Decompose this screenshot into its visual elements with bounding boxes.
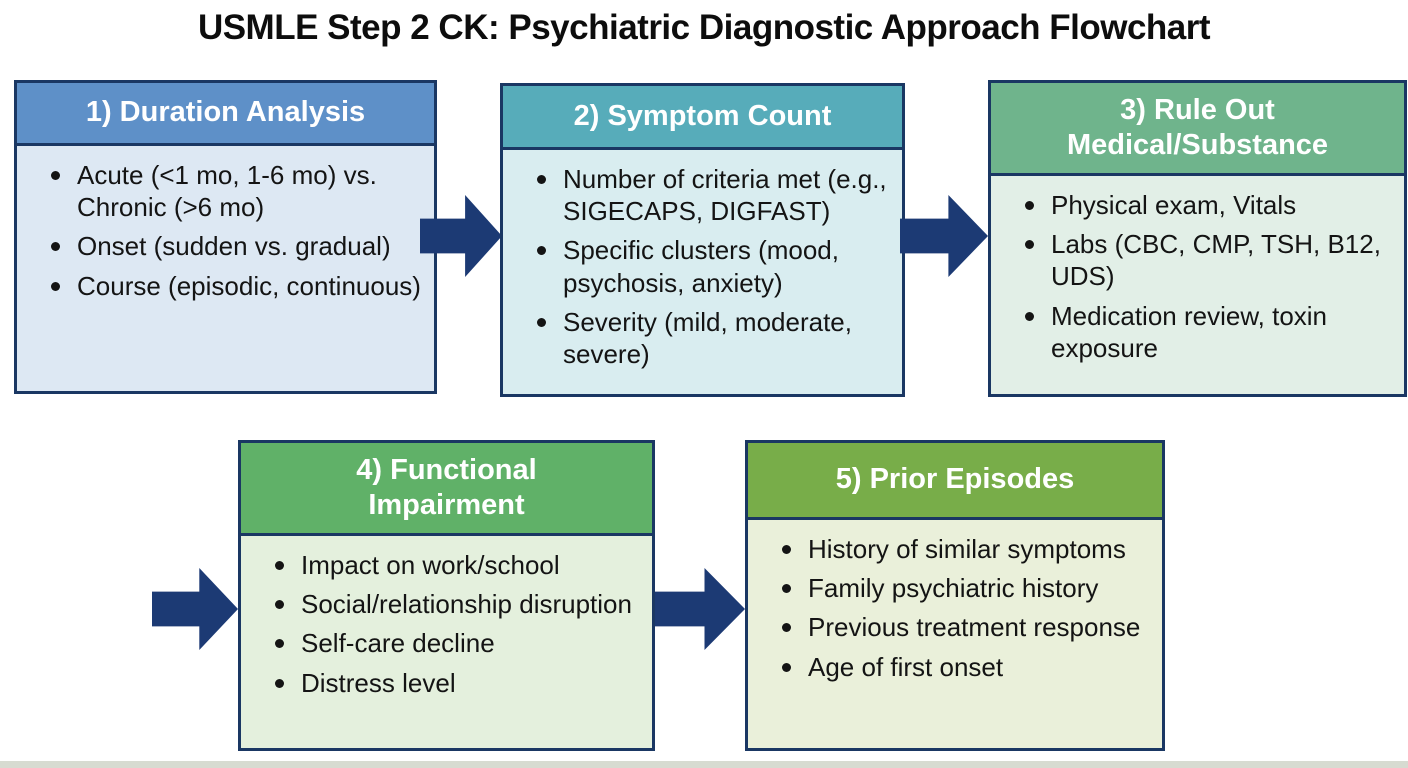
box-body: History of similar symptoms Family psych… (748, 520, 1162, 748)
arrow-right-shape (420, 195, 502, 277)
list-item: Course (episodic, continuous) (51, 270, 421, 301)
list-item: Self-care decline (275, 627, 640, 659)
box-rule-out-medical-substance: 3) Rule Out Medical/Substance Physical e… (988, 80, 1407, 397)
box-header-symptom-count: 2) Symptom Count (503, 86, 902, 150)
list-item: Number of criteria met (e.g., SIGECAPS, … (537, 163, 890, 227)
box-header-duration-analysis: 1) Duration Analysis (17, 83, 434, 146)
box-header-rule-out: 3) Rule Out Medical/Substance (991, 83, 1404, 176)
list-item: Age of first onset (782, 651, 1150, 683)
arrow-right-shape (152, 568, 238, 650)
arrow-right-shape (655, 568, 745, 650)
list-item: Distress level (275, 667, 640, 699)
box-duration-analysis: 1) Duration Analysis Acute (<1 mo, 1-6 m… (14, 80, 437, 394)
list-item: Family psychiatric history (782, 572, 1150, 604)
list-item: Onset (sudden vs. gradual) (51, 230, 422, 262)
box-functional-impairment: 4) Functional Impairment Impact on work/… (238, 440, 655, 751)
list-item: Previous treatment response (782, 611, 1150, 643)
box-body: Number of criteria met (e.g., SIGECAPS, … (503, 150, 902, 394)
list-item: Medication review, toxin exposure (1025, 300, 1392, 364)
bullet-list: Number of criteria met (e.g., SIGECAPS, … (521, 163, 894, 370)
arrow-right-icon (900, 195, 988, 277)
list-item: Labs (CBC, CMP, TSH, B12, UDS) (1025, 228, 1392, 292)
box-header-prior-episodes: 5) Prior Episodes (748, 443, 1162, 520)
bullet-list: Acute (<1 mo, 1-6 mo) vs. Chronic (>6 mo… (35, 159, 426, 302)
box-header-functional-impairment: 4) Functional Impairment (241, 443, 652, 536)
list-item: History of similar symptoms (782, 533, 1150, 565)
box-body: Impact on work/school Social/relationshi… (241, 536, 652, 748)
box-prior-episodes: 5) Prior Episodes History of similar sym… (745, 440, 1165, 751)
box-body: Acute (<1 mo, 1-6 mo) vs. Chronic (>6 mo… (17, 146, 434, 391)
bullet-list: Physical exam, Vitals Labs (CBC, CMP, TS… (1009, 189, 1396, 364)
arrow-right-shape (900, 195, 988, 277)
bullet-list: Impact on work/school Social/relationshi… (259, 549, 644, 699)
arrow-right-icon (152, 568, 238, 650)
box-symptom-count: 2) Symptom Count Number of criteria met … (500, 83, 905, 397)
list-item: Social/relationship disruption (275, 588, 640, 620)
list-item: Severity (mild, moderate, severe) (537, 306, 890, 370)
arrow-right-icon (655, 568, 745, 650)
list-item: Impact on work/school (275, 549, 640, 581)
bottom-strip (0, 761, 1408, 768)
bullet-list: History of similar symptoms Family psych… (766, 533, 1154, 683)
arrow-right-icon (420, 195, 502, 277)
list-item: Physical exam, Vitals (1025, 189, 1392, 221)
list-item: Acute (<1 mo, 1-6 mo) vs. Chronic (>6 mo… (51, 159, 422, 223)
page-title: USMLE Step 2 CK: Psychiatric Diagnostic … (197, 8, 1211, 47)
list-item: Specific clusters (mood, psychosis, anxi… (537, 234, 890, 298)
box-body: Physical exam, Vitals Labs (CBC, CMP, TS… (991, 176, 1404, 394)
